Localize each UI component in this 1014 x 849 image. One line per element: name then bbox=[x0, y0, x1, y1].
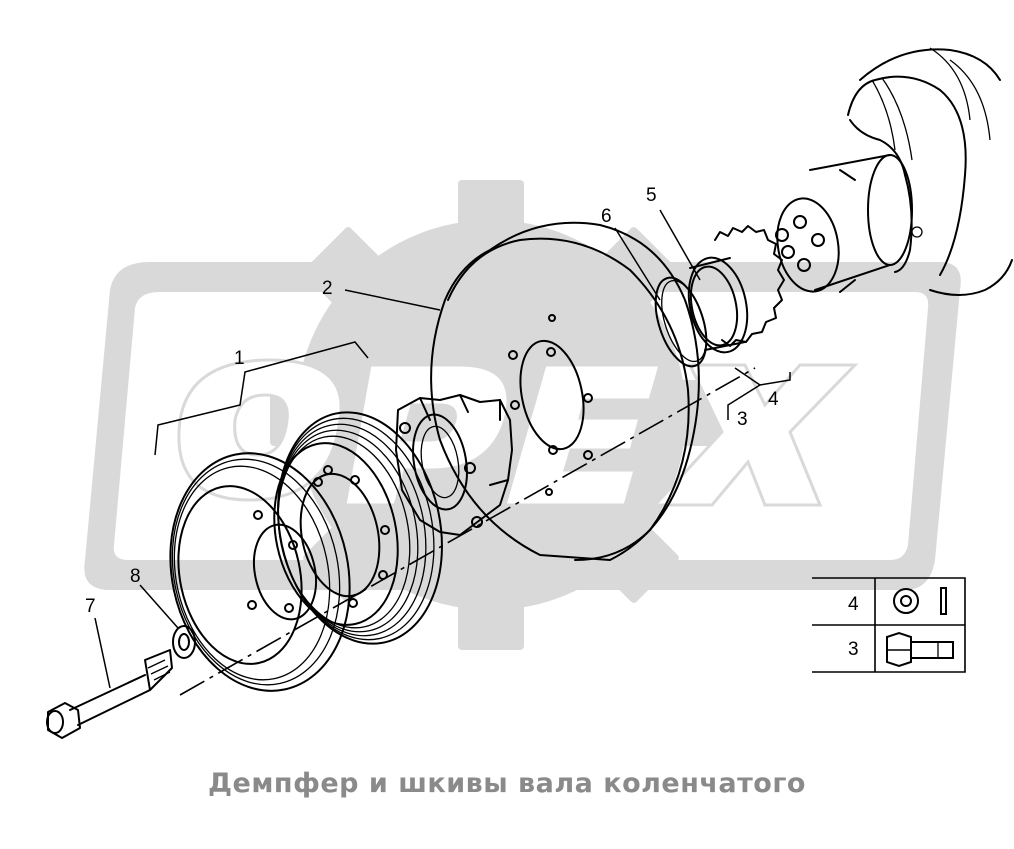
legend-number-washer: 4 bbox=[848, 594, 859, 615]
callout-4: 4 bbox=[768, 389, 779, 410]
callout-labels: 1 2 3 4 5 6 7 8 bbox=[85, 185, 779, 617]
legend-table: 4 3 bbox=[812, 577, 966, 673]
washer-icon bbox=[893, 587, 947, 615]
legend-number-bolt: 3 bbox=[848, 639, 859, 660]
callout-7: 7 bbox=[85, 596, 96, 617]
callout-1: 1 bbox=[234, 348, 245, 369]
front-pulley bbox=[169, 452, 351, 692]
callout-5: 5 bbox=[646, 185, 657, 206]
damper-disc bbox=[430, 221, 700, 561]
watermark-logo bbox=[84, 180, 961, 650]
hub-adapter bbox=[395, 394, 513, 536]
washer bbox=[172, 625, 196, 659]
callout-2: 2 bbox=[322, 278, 333, 299]
callout-8: 8 bbox=[130, 566, 141, 587]
ribbed-pulley bbox=[273, 411, 443, 645]
o-ring bbox=[654, 276, 708, 368]
callout-3: 3 bbox=[737, 409, 748, 430]
crankshaft-end bbox=[775, 47, 1013, 296]
diagram-title: Демпфер и шкивы вала коленчатого bbox=[208, 768, 806, 799]
callout-6: 6 bbox=[601, 206, 612, 227]
leader-lines bbox=[94, 209, 791, 689]
bolt-icon bbox=[886, 631, 954, 668]
bolt bbox=[46, 649, 173, 739]
timing-gear bbox=[687, 225, 785, 354]
assembly-axis bbox=[179, 367, 756, 696]
